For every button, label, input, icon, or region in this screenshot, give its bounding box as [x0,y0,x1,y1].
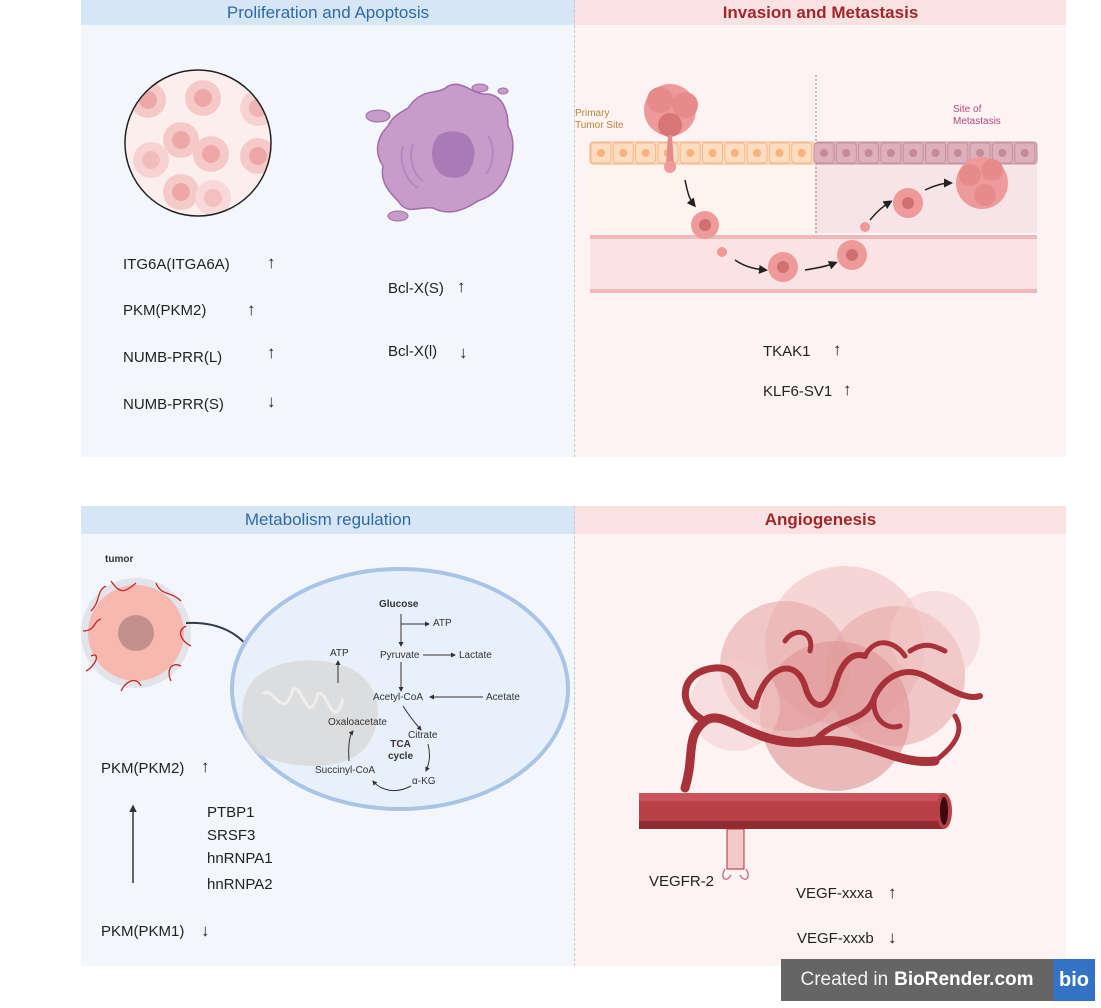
arrow-down-icon: ↓ [267,392,276,411]
proliferation-title: Proliferation and Apoptosis [81,0,575,25]
pathway-lactate: Lactate [459,650,492,661]
arrow-up-icon: ↑ [267,253,276,272]
metabolism-title: Metabolism regulation [81,506,575,534]
angiogenesis-title: Angiogenesis [575,506,1066,534]
cell-nucleus [886,149,895,157]
regulator-hnrnpa1: hnRNPA1 [207,850,273,867]
watermark-text: Created in BioRender.com [781,959,1053,1001]
biorender-logo-icon: bio [1053,959,1095,1001]
pathway-acetyl-coa: Acetyl-CoA [373,692,424,703]
cell-nucleus [619,149,628,157]
gene-pkm2: PKM(PKM2) [101,760,185,777]
pathway-citrate: Citrate [408,730,438,741]
cell-nucleus [842,149,851,157]
cell-nucleus [820,149,828,157]
gene-klf6-sv1: KLF6-SV1 [763,383,833,400]
cell-nucleus [708,149,717,157]
invasion-panel: Invasion and Metastasis [575,0,1066,457]
arrow-up-icon: ↑ [833,340,842,359]
arrow-up-icon: ↑ [267,343,276,362]
metastasis-site-label: Site of Metastasis [953,104,1001,127]
cell-nucleus [1020,149,1029,157]
angiogenesis-panel: Angiogenesis VEGFR-2 VEGF-xxxa ↑ VEGF-xx… [575,506,1066,966]
cell-cluster-illustration [124,69,272,217]
cell-nucleus [730,149,739,157]
tumor-illustration [81,578,254,692]
gene-pkm1: PKM(PKM1) [101,923,185,940]
cell-nucleus [686,149,695,157]
arrow-up-icon: ↑ [843,380,852,399]
gene-numb-prr-s: NUMB-PRR(S) [123,396,224,413]
gene-vegf-xxxb: VEGF-xxxb [797,930,874,947]
gene-itg6a: ITG6A(ITGA6A) [123,256,230,273]
cell-nucleus [753,149,762,157]
arrow-up-icon: ↑ [457,277,466,296]
arrow-down-icon: ↓ [459,343,468,362]
regulator-srsf3: SRSF3 [207,827,256,844]
cell-nucleus [909,149,918,157]
cell-nucleus [775,149,784,157]
tumor-angiogenesis-illustration [680,566,983,793]
cell-nucleus [797,149,806,157]
regulator-hnrnpa2: hnRNPA2 [207,876,273,893]
pathway-oxaloacetate: Oxaloacetate [328,717,387,728]
cell-nucleus [864,149,873,157]
cell-nucleus [597,149,605,157]
regulator-ptbp1: PTBP1 [207,804,255,821]
cell-nucleus [998,149,1007,157]
biorender-watermark[interactable]: Created in BioRender.com bio [781,959,1095,1001]
column-divider-bottom [574,506,575,966]
receptor-vegfr2: VEGFR-2 [649,873,715,890]
gene-tkak1: TKAK1 [763,343,811,360]
cell-nucleus [976,149,985,157]
metastasis-illustration [589,75,1038,293]
invasion-title: Invasion and Metastasis [575,0,1066,25]
arrow-down-icon: ↓ [888,928,897,947]
gene-vegf-xxxa: VEGF-xxxa [796,885,873,902]
pathway-atp-top: ATP [433,618,452,629]
blood-vessel [639,793,952,880]
metabolism-panel: Metabolism regulation tumor Glucose ATP … [81,506,575,966]
arrow-up-icon: ↑ [201,757,210,776]
pathway-glucose: Glucose [379,599,419,610]
tumor-label: tumor [105,554,134,565]
cell-nucleus [641,149,650,157]
cell-nucleus [953,149,962,157]
cell-nucleus [931,149,940,157]
pathway-acetate: Acetate [486,692,520,703]
gene-bcl-xl: Bcl-X(l) [388,343,438,360]
primary-tumor-label: Primary Tumor Site [575,108,624,131]
pathway-succinyl-coa: Succinyl-CoA [315,765,376,776]
proliferation-panel: Proliferation and Apoptosis ITG6A(ITGA6A… [81,0,575,457]
arrow-up-icon: ↑ [247,300,256,319]
arrow-up-icon: ↑ [888,883,897,902]
column-divider-top [574,0,575,457]
gene-pkm-pkm2: PKM(PKM2) [123,302,207,319]
gene-numb-prr-l: NUMB-PRR(L) [123,349,223,366]
pathway-atp-left: ATP [330,648,349,659]
pathway-akg: α-KG [412,776,436,787]
arrow-down-icon: ↓ [201,921,210,940]
apoptotic-cell-illustration [365,83,514,222]
gene-bcl-xs: Bcl-X(S) [388,280,444,297]
pathway-pyruvate: Pyruvate [380,650,420,661]
pathway-tca: TCA cycle [388,739,414,762]
pathway-arrows [129,614,483,883]
